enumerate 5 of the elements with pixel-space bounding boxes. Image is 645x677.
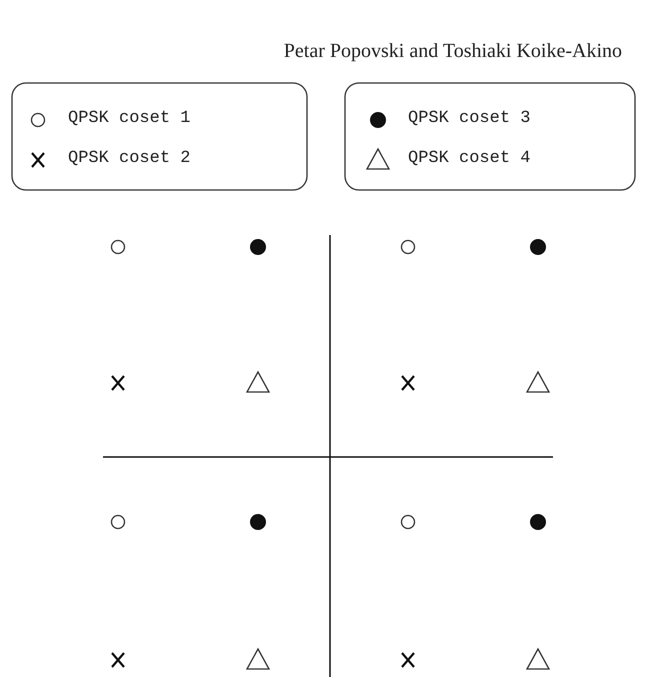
- legend-label: QPSK coset 2: [68, 149, 190, 168]
- legend-label: QPSK coset 4: [408, 149, 530, 168]
- running-header: Petar Popovski and Toshiaki Koike-Akino: [284, 40, 622, 63]
- legend-label: QPSK coset 3: [408, 109, 530, 128]
- legend-label: QPSK coset 1: [68, 109, 190, 128]
